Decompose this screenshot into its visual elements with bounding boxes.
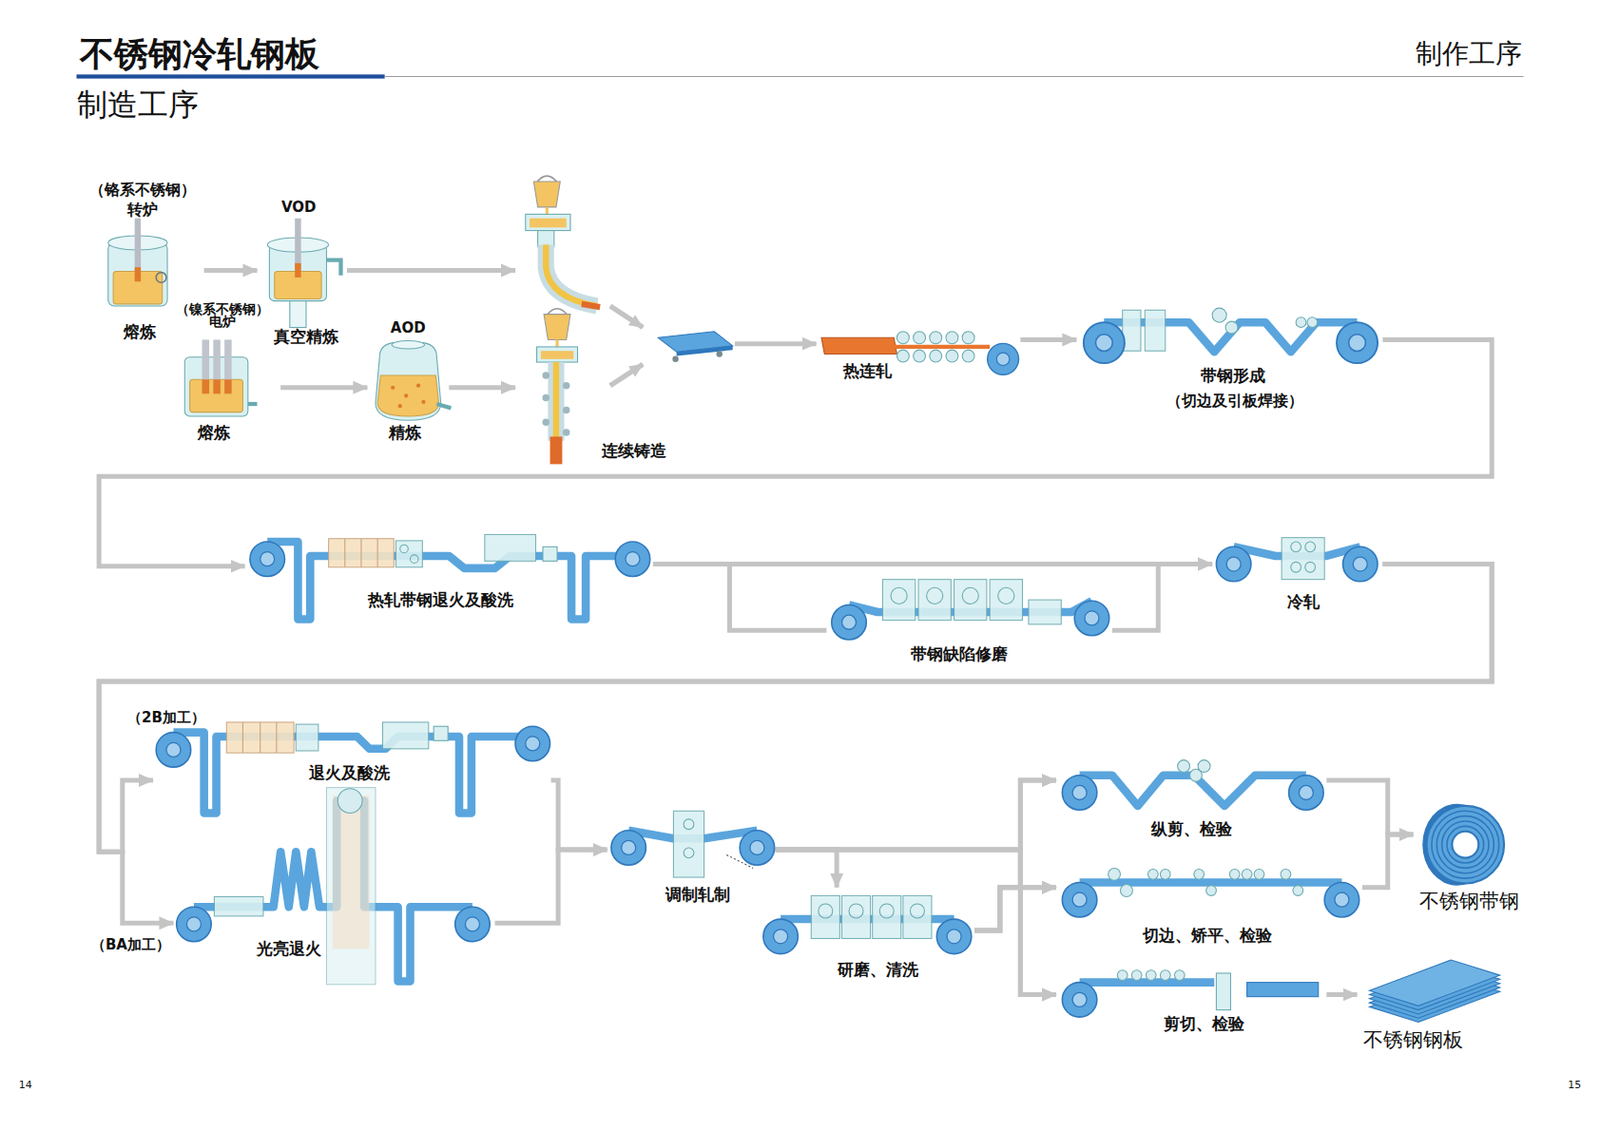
step-label: 切边、矫平、检验 [1142,925,1273,945]
step-label: 调制轧制 [665,885,731,905]
flow-arrow [1326,992,1357,998]
step-label: AOD [390,319,426,337]
note-label: 制造工序 [77,86,199,123]
process-step: 光亮退火 [173,824,495,988]
electric-furnace-figure [184,339,257,417]
grinding-line-figure [831,579,1110,640]
flow-arrow [495,849,608,924]
step-label: 光亮退火 [256,939,322,959]
step-label: 不锈钢钢板 [1363,1028,1464,1053]
process-step: 带钢缺陷修磨 [826,576,1113,665]
process-step: 研磨、清洗 [760,887,975,981]
step-label: 不锈钢带钢 [1419,889,1520,914]
step-label: 精炼 [388,423,422,443]
page-title: 不锈钢冷轧钢板 [79,33,320,75]
cold-mill-figure [1215,538,1378,582]
process-step: 热轧带钢退火及酸洗 [245,530,654,625]
temper-mill-figure [611,810,775,878]
note-label: 制作工序 [1415,38,1523,71]
flow-arrow [280,385,367,390]
step-label: 熔炼 [123,322,156,342]
step-label: VOD [281,198,317,216]
process-step: 冷轧 [1212,536,1383,614]
note-label: 14 [19,1079,33,1092]
flow-arrow [734,341,817,347]
anneal-pickle-line-figure [155,722,550,814]
step-label: 剪切、检验 [1163,1014,1245,1034]
header-rule [77,74,1524,78]
step-label: 热轧带钢退火及酸洗 [367,590,514,610]
coil-product-figure [1422,804,1504,887]
flow-arrow [1326,780,1413,835]
process-step: （镍系不锈钢）电炉熔炼 [163,301,281,444]
step-label: 热连轧 [843,361,892,381]
bright-anneal-line-figure [176,788,491,985]
step-label: 退火及酸洗 [308,763,390,783]
converter-figure [108,218,168,307]
process-step: VOD 真空精炼 [256,197,347,347]
flow-arrow [974,887,1057,931]
flow-arrow [448,385,516,390]
step-label: （铬系不锈钢） [89,180,196,199]
process-step: 热连轧 [816,324,1022,386]
flow-arrow [775,849,837,888]
sheet-stack-figure [1368,960,1500,1022]
note-label: （BA加工） [91,936,171,954]
flow-arrow [775,849,1057,888]
process-step: 不锈钢钢板 [1357,957,1506,1054]
leveling-line-figure [1061,867,1359,918]
step-label: 纵剪、检验 [1151,819,1233,839]
process-step: 连续铸造 [515,175,735,465]
slitting-line-figure [1061,760,1324,811]
process-step: 剪切、检验 [1056,969,1327,1034]
step-label: 转炉 [127,200,158,219]
process-step: AOD 精炼 [366,318,449,444]
process-step: 切边、矫平、检验 [1056,865,1363,947]
flow-arrow [653,564,827,632]
aod-figure [375,340,451,421]
process-step: 纵剪、检验 [1056,754,1327,840]
caster-figure [525,175,733,464]
shearing-line-figure [1061,970,1318,1018]
step-label: （切边及引板焊接） [1166,391,1304,410]
step-label: 真空精炼 [273,327,339,347]
flow-arrow [1112,564,1213,632]
flow-arrow [974,887,1057,996]
flow-arrow [653,561,1213,567]
process-step: （铬系不锈钢）转炉熔炼 [77,179,205,343]
flow-arrow [1362,834,1414,888]
flow-arrow [1020,337,1077,343]
flow-arrow [204,268,258,273]
flow-arrow [775,849,1057,995]
flow-arrow [98,339,1492,566]
anneal-pickle-line-figure [250,534,651,619]
process-step: 带钢形成 （切边及引板焊接） [1076,306,1383,412]
process-step: 退火及酸洗 [153,720,552,817]
vod-figure [267,218,341,328]
step-label: 连续铸造 [601,441,667,461]
step-label: 研磨、清洗 [837,960,919,980]
step-label: 带钢形成 [1200,366,1266,386]
step-label: 带钢缺陷修磨 [910,644,1008,664]
step-label: 熔炼 [197,423,231,443]
flow-arrow [775,780,1057,850]
strip-forming-figure [1083,308,1378,364]
process-step: 调制轧制 [607,808,776,907]
process-step: 不锈钢带钢 [1413,798,1531,914]
note-label: 15 [1567,1079,1581,1092]
polishing-line-figure [763,895,972,954]
flow-arrow [346,268,516,273]
step-label: 冷轧 [1287,592,1320,612]
flow-arrow [974,780,1057,931]
step-label: 电炉 [209,313,236,330]
flow-arrow [551,780,608,850]
note-label: （2B加工） [127,709,206,727]
